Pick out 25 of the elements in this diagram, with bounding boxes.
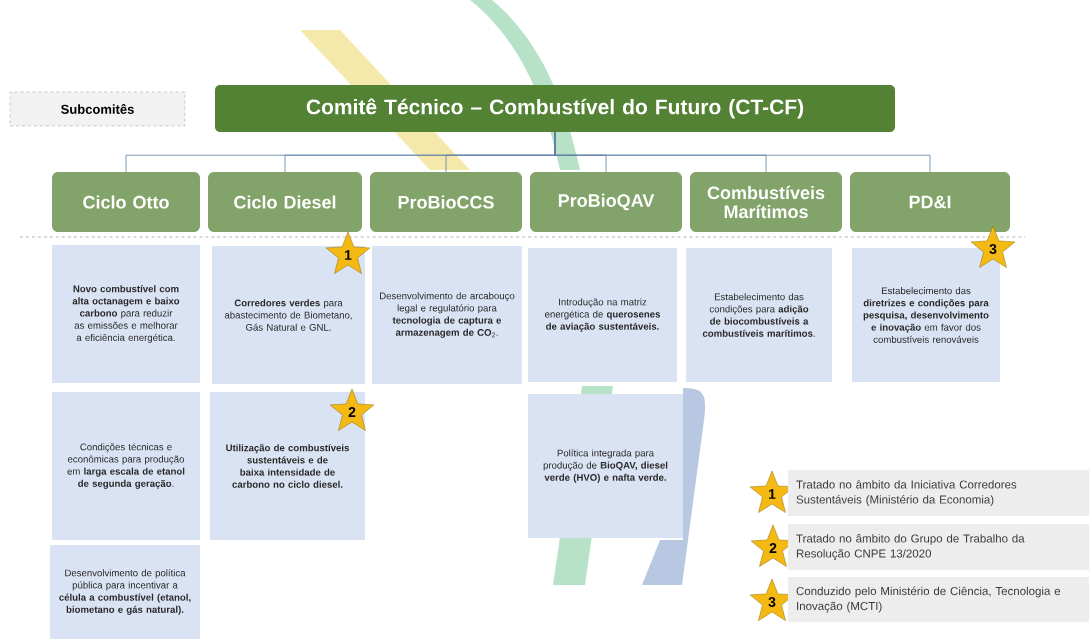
subcommittee-box: Ciclo Diesel bbox=[208, 172, 362, 232]
star-badge: 2 bbox=[329, 388, 375, 431]
star-badge: 3 bbox=[749, 578, 795, 621]
legend-text-box: Tratado no âmbito da Iniciativa Corredores Sustentáveis (Ministério da Economia) bbox=[788, 470, 1089, 516]
legend-text-box: Conduzido pelo Ministério de Ciência, Tecnologia e Inovação (MCTI) bbox=[788, 577, 1089, 622]
star-badge: 1 bbox=[325, 231, 371, 274]
description-box: Desenvolvimento de política pública para incentivar a célula a combustível (etanol, biometano e gás natural). bbox=[50, 545, 200, 639]
description-box: Desenvolvimento de arcabouço legal e regulatório para tecnologia de captura e armazenagem de CO$_{2}$. bbox=[372, 246, 522, 384]
description-box: Política integrada para produção de BioQAV, diesel verde (HVO) e nafta verde. bbox=[528, 394, 683, 538]
star-badge: 2 bbox=[750, 524, 796, 567]
subcommittee-box: Combustíveis Marítimos bbox=[690, 172, 842, 232]
subcommittee-box: ProBioQAV bbox=[530, 172, 682, 232]
description-box: Estabelecimento das condições para adição de biocombustíveis a combustíveis marítimos. bbox=[686, 248, 832, 382]
subcommittee-box: ProBioCCS bbox=[370, 172, 522, 232]
description-box: Introdução na matriz energética de querosenes de aviação sustentáveis. bbox=[528, 248, 677, 382]
subcommittee-box: Ciclo Otto bbox=[52, 172, 200, 232]
description-box: Novo combustível com alta octanagem e baixo carbono para reduzir as emissões e melhorar a eficiência energética. bbox=[52, 245, 200, 383]
legend-text-box: Tratado no âmbito do Grupo de Trabalho da Resolução CNPE 13/2020 bbox=[788, 524, 1089, 570]
committee-title-box: Comitê Técnico – Combustível do Futuro (CT-CF) bbox=[215, 85, 895, 132]
star-badge: 3 bbox=[970, 225, 1016, 268]
section-label-box: Subcomitês bbox=[9, 91, 186, 127]
subcommittee-box: PD&I bbox=[850, 172, 1010, 232]
star-badge: 1 bbox=[749, 470, 795, 513]
description-box: Condições técnicas e econômicas para produção em larga escala de etanol de segunda geração. bbox=[52, 392, 200, 540]
connector-line bbox=[554, 131, 931, 173]
